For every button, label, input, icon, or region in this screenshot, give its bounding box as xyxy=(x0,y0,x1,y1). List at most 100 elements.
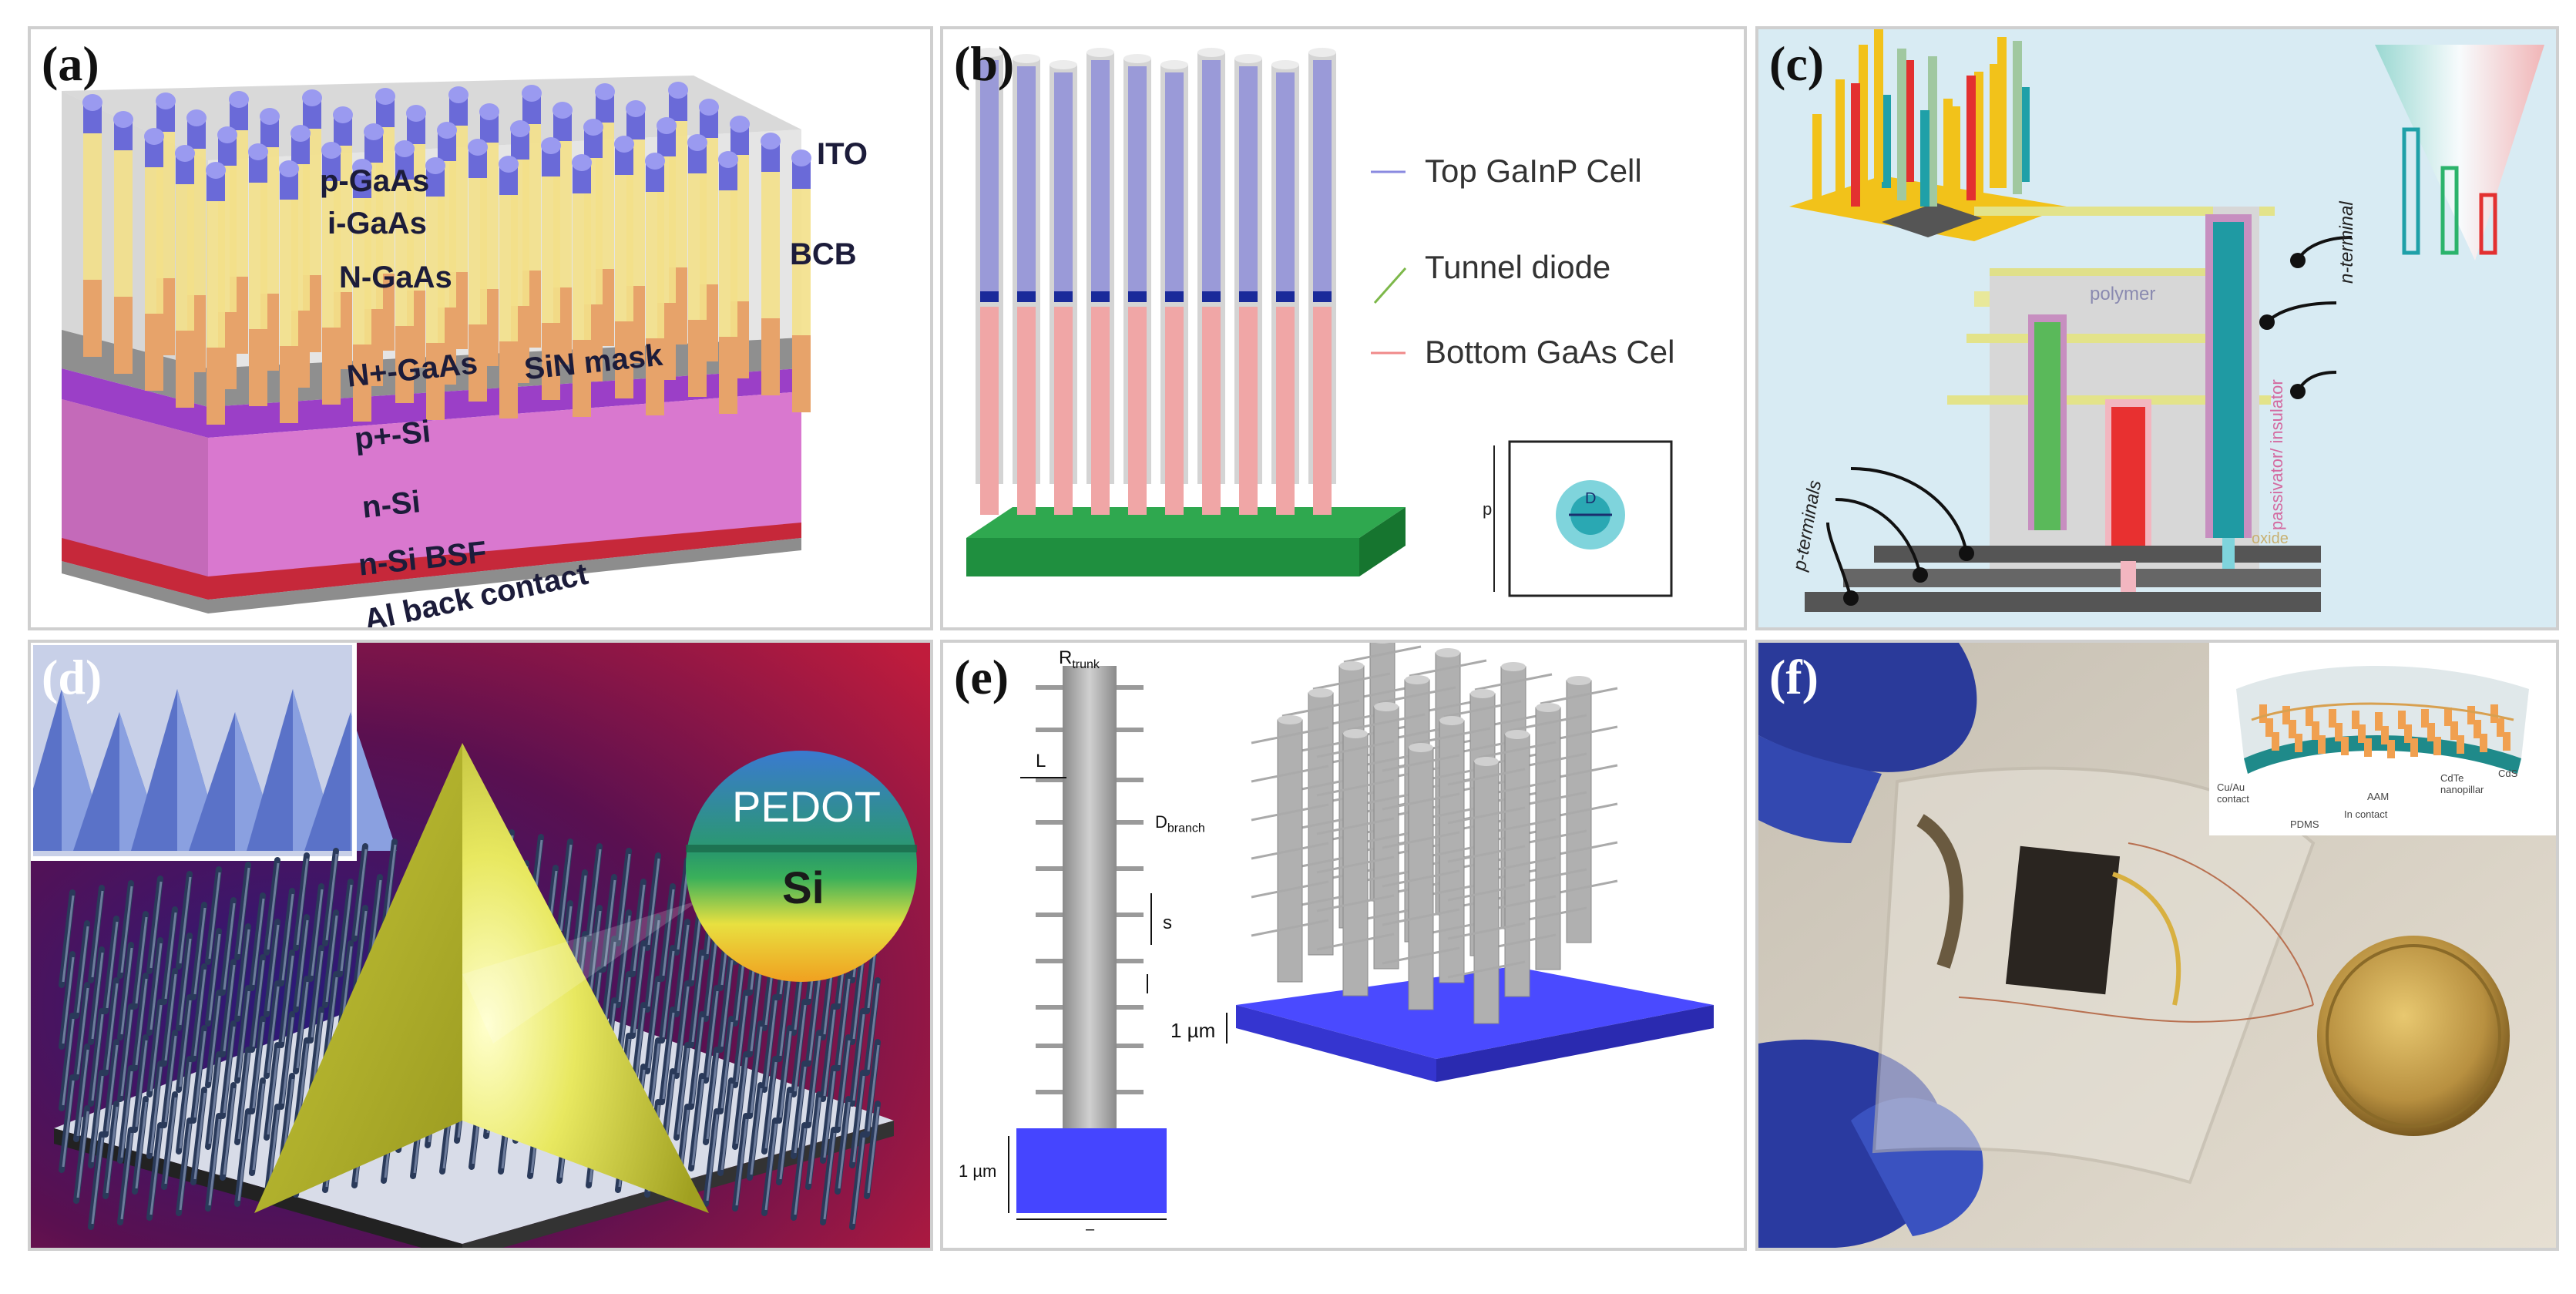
cdte-nanopillar xyxy=(2282,706,2290,724)
forest-wire xyxy=(1851,83,1860,207)
cdte-nanopillar xyxy=(2381,726,2389,744)
label-1um-single: 1 µm xyxy=(959,1161,997,1181)
forest-wire xyxy=(1990,64,1999,188)
branch xyxy=(1117,866,1144,871)
forest-wire xyxy=(1897,49,1906,200)
cdte-nanopillar xyxy=(2497,718,2504,737)
cdte-nanopillar xyxy=(2433,737,2441,755)
forest-wire xyxy=(1905,60,1914,182)
branched-wire xyxy=(1509,703,1587,970)
label-ito: ITO xyxy=(817,137,868,171)
branch xyxy=(1117,820,1144,825)
inset-label-pdms: PDMS xyxy=(2290,818,2319,830)
nanowire xyxy=(761,133,781,395)
panel-a-device-illustration xyxy=(62,76,811,613)
label-pedot: PEDOT xyxy=(732,782,881,831)
nanowire xyxy=(352,159,372,422)
panel-f: (f) Cu/Au contact AAM CdTe nanopillar Cd… xyxy=(1755,640,2559,1251)
label-l: L xyxy=(1036,751,1046,771)
branch xyxy=(1036,866,1063,871)
cdte-nanopillar xyxy=(2387,740,2395,758)
label-oxide: oxide xyxy=(2252,530,2289,547)
nanowire xyxy=(645,153,665,415)
tandem-pillar xyxy=(1271,60,1299,515)
forest-wire xyxy=(2020,87,2030,182)
inset-label-aam: AAM xyxy=(2367,791,2390,802)
inset-label-cdte: CdTe nanopillar xyxy=(2440,772,2484,795)
label-passivator-insulator: passivator/ insulator xyxy=(2267,379,2286,530)
branched-wire xyxy=(1447,757,1526,1024)
r-trunk-symbol: R xyxy=(1059,647,1073,668)
inset-label-in-contact: In contact xyxy=(2344,808,2388,820)
forest-wire xyxy=(1997,37,2007,188)
tandem-pillar xyxy=(1050,60,1077,515)
nanowire xyxy=(791,150,811,412)
tandem-pillar xyxy=(1123,54,1151,515)
branch xyxy=(1036,728,1063,732)
nanowire xyxy=(718,151,738,414)
cdte-nanopillar xyxy=(2450,721,2458,740)
nanowire xyxy=(395,140,415,403)
nanowire xyxy=(175,145,195,408)
forest-wire xyxy=(1974,72,1983,194)
cdte-nanopillar xyxy=(2404,724,2412,743)
inset-p-label: p xyxy=(1483,499,1493,519)
label-n-si: n-Si xyxy=(360,485,422,525)
forest-wire xyxy=(1812,114,1822,207)
branch xyxy=(1117,1090,1144,1094)
cdte-nanopillar xyxy=(2335,723,2343,741)
tandem-pillar xyxy=(1234,54,1262,515)
nanowire xyxy=(572,154,592,417)
d-branch-symbol: D xyxy=(1155,812,1167,832)
branch xyxy=(1117,685,1144,690)
nanowire xyxy=(687,134,707,397)
nanowire xyxy=(113,111,133,374)
d-branch-subscript: branch xyxy=(1167,822,1205,835)
branch xyxy=(1036,1005,1063,1010)
branch xyxy=(1117,1005,1144,1010)
panel-c-multiterminal-illustration xyxy=(1789,29,2544,612)
panel-e-branched-wire-illustration xyxy=(1008,643,1714,1220)
inset-label-cds: CdS xyxy=(2498,768,2518,779)
nanowire xyxy=(468,139,488,402)
forest-wire xyxy=(2013,41,2022,194)
cdte-nanopillar xyxy=(2444,707,2452,726)
label-si: Si xyxy=(782,863,825,913)
label-i-gaas: i-GaAs xyxy=(327,207,427,240)
cdte-nanopillar xyxy=(2398,711,2406,729)
branch xyxy=(1117,959,1144,963)
nanowire xyxy=(248,143,268,406)
cdte-nanopillar xyxy=(2265,718,2273,737)
panel-d-label: (d) xyxy=(42,650,102,704)
label-n-terminal: n-terminal xyxy=(2336,201,2357,284)
panel-b-label: (b) xyxy=(954,36,1015,91)
branch xyxy=(1036,1090,1063,1094)
label-tunnel-diode: Tunnel diode xyxy=(1425,249,1611,285)
branched-wire xyxy=(1316,729,1395,997)
panel-b-tandem-illustration xyxy=(966,48,1673,597)
cdte-nanopillar xyxy=(2427,723,2435,741)
cdte-nanopillar xyxy=(2358,724,2366,743)
tandem-pillar xyxy=(1308,48,1336,515)
nanowire xyxy=(206,162,226,425)
inset-label-cu-au: Cu/Au contact xyxy=(2217,781,2249,805)
label-bcb: BCB xyxy=(790,237,857,271)
label-s: s xyxy=(1163,913,1172,933)
cdte-nanopillar xyxy=(2352,711,2359,729)
cdte-nanopillar xyxy=(2364,738,2372,757)
forest-wire xyxy=(1859,45,1868,194)
panel-e-label: (e) xyxy=(954,650,1009,704)
nanowire xyxy=(279,160,299,423)
branched-wire xyxy=(1478,730,1557,997)
inset-d-label: D xyxy=(1585,490,1597,507)
panel-d-pyramid-illustration xyxy=(31,643,930,1248)
cdte-nanopillar xyxy=(2467,706,2475,724)
forest-wire xyxy=(1943,99,1953,194)
branched-wire xyxy=(1382,743,1460,1010)
cdte-nanopillar xyxy=(2312,721,2319,740)
panel-f-label: (f) xyxy=(1769,650,1819,704)
branch xyxy=(1036,778,1063,782)
panel-b: (b) Top GaInP Cell Tunnel diode Bottom G… xyxy=(940,26,1747,630)
nanowire xyxy=(499,156,519,418)
cdte-nanopillar xyxy=(2457,735,2464,754)
